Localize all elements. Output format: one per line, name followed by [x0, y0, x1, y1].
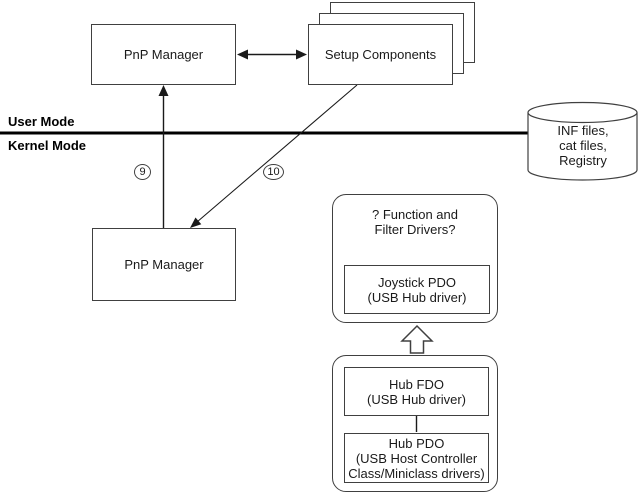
pnp-manager-kernel-label: PnP Manager: [124, 257, 204, 272]
arrow-kernel-to-user-pnp: [158, 85, 169, 228]
pnp-manager-kernel-box: PnP Manager: [92, 228, 236, 301]
arrow-setup-to-kernel-pnp: [190, 84, 358, 228]
hub-pdo-box: Hub PDO (USB Host Controller Class/Minic…: [344, 433, 489, 483]
hub-driver-stack-box: Hub FDO (USB Hub driver) Hub PDO (USB Ho…: [332, 355, 498, 492]
datastore-label: INF files, cat files, Registry: [557, 123, 609, 168]
datastore-cylinder: [527, 101, 638, 181]
step-9-label: 9: [139, 165, 146, 178]
setup-components-label: Setup Components: [324, 47, 437, 62]
hub-fdo-box: Hub FDO (USB Hub driver): [344, 367, 489, 416]
step-10-label: 10: [267, 165, 280, 178]
pnp-manager-user-box: PnP Manager: [91, 24, 236, 85]
driver-stack-question-label: ? Function and Filter Drivers?: [371, 207, 458, 237]
pnp-manager-user-label: PnP Manager: [123, 47, 204, 62]
joystick-pdo-box: Joystick PDO (USB Hub driver): [344, 265, 490, 314]
step-10-badge: 10: [263, 164, 284, 180]
user-mode-label: User Mode: [8, 114, 75, 129]
setup-components-box: Setup Components: [308, 24, 453, 85]
driver-stack-question-box: ? Function and Filter Drivers? Joystick …: [332, 194, 498, 323]
step-9-badge: 9: [134, 164, 151, 180]
kernel-mode-label: Kernel Mode: [8, 138, 87, 153]
hollow-up-arrow: [400, 324, 434, 354]
arrow-pnp-setup: [237, 49, 307, 60]
